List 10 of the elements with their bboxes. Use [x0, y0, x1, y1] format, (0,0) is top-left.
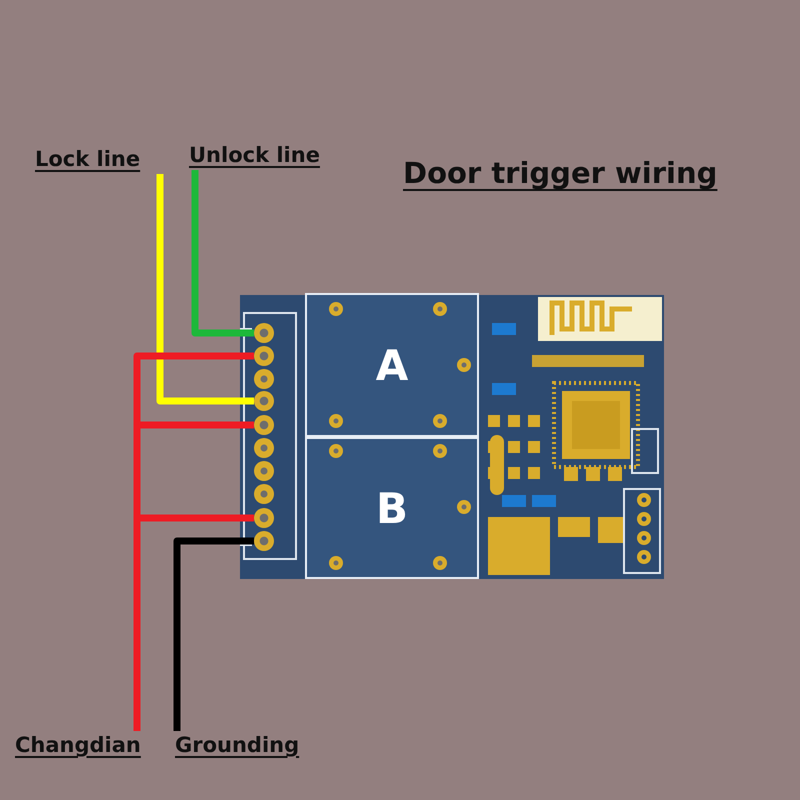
wire-label: Lock line	[33, 145, 161, 174]
relay-block: B	[305, 437, 479, 579]
wire-label: Changdian	[13, 731, 159, 760]
wire	[192, 170, 254, 336]
diagram-title: Door trigger wiring	[403, 156, 718, 190]
wire	[156, 174, 254, 404]
wire	[174, 538, 254, 731]
relay-block: A	[305, 293, 479, 437]
wire-label: Unlock line	[187, 141, 342, 170]
wire-label: Grounding	[173, 731, 323, 760]
